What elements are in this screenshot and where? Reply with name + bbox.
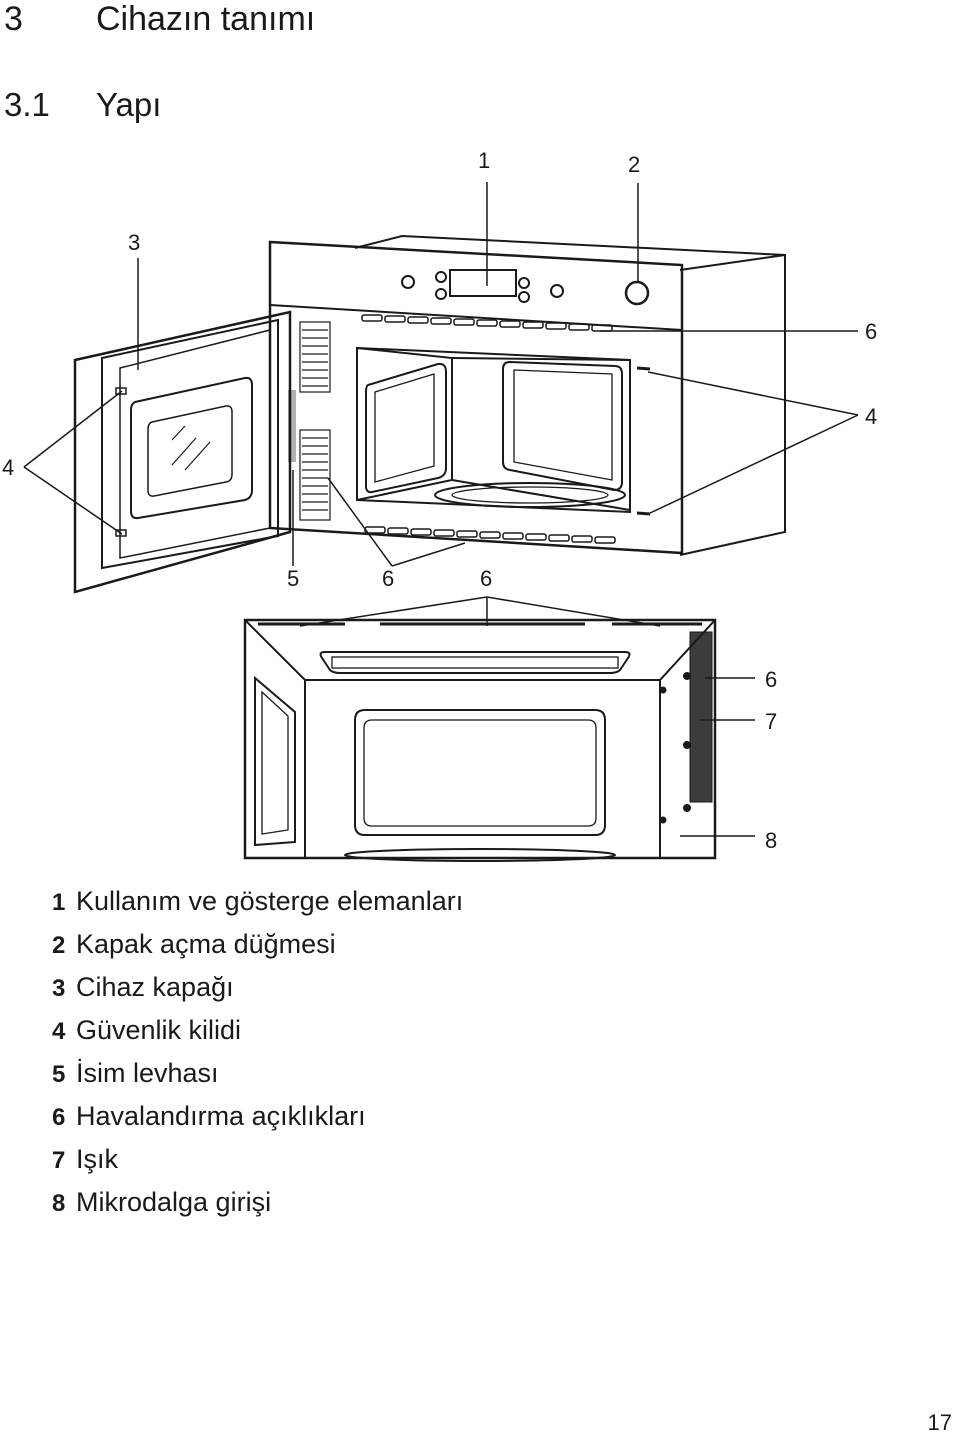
- legend-item: 6 Havalandırma açıklıkları: [52, 1101, 463, 1144]
- leader-lines-lower: [299, 596, 755, 837]
- legend-text: Havalandırma açıklıkları: [76, 1101, 366, 1131]
- section-number: 3.1: [4, 86, 50, 123]
- legend-text: İsim levhası: [76, 1058, 219, 1088]
- open-door: [73, 310, 292, 594]
- oven-front-illustration: [23, 182, 859, 594]
- legend-text: Kapak açma düğmesi: [76, 929, 336, 959]
- cavity: [356, 346, 651, 516]
- legend-text: Mikrodalga girişi: [76, 1187, 272, 1217]
- legend-text: Güvenlik kilidi: [76, 1015, 242, 1045]
- legend-number: 5: [52, 1061, 66, 1088]
- callout-3: 3: [128, 230, 140, 255]
- legend-number: 6: [52, 1104, 66, 1131]
- legend-item: 4 Güvenlik kilidi: [52, 1015, 463, 1058]
- legend-number: 7: [52, 1147, 66, 1174]
- callout-6-lower: 6: [765, 667, 777, 692]
- appliance-diagram: 1 2 3 6 4 4 5 6 6 6 7 8: [2, 148, 877, 862]
- callout-4-left: 4: [2, 455, 14, 480]
- callout-2: 2: [628, 152, 640, 177]
- legend-text: Cihaz kapağı: [76, 972, 234, 1002]
- callout-1: 1: [478, 148, 490, 173]
- top-vent-slots: [361, 314, 613, 332]
- rating-plate: [288, 390, 296, 462]
- legend-number: 1: [52, 889, 66, 916]
- legend-item: 8 Mikrodalga girişi: [52, 1187, 463, 1230]
- leader-lines: [23, 182, 859, 567]
- door-release-button: [624, 280, 650, 306]
- legend-number: 4: [52, 1018, 66, 1045]
- legend-number: 3: [52, 975, 66, 1002]
- callout-6-bottom-a: 6: [382, 566, 394, 591]
- chapter-number: 3: [4, 0, 23, 38]
- legend-number: 2: [52, 932, 66, 959]
- control-panel: [401, 269, 650, 306]
- callout-labels: 1 2 3 6 4 4 5 6 6 6 7 8: [2, 148, 877, 853]
- page-number: 17: [927, 1410, 952, 1435]
- callout-5: 5: [287, 566, 299, 591]
- cavity-interior-illustration: [243, 596, 755, 862]
- legend-item: 3 Cihaz kapağı: [52, 972, 463, 1015]
- legend-item: 1 Kullanım ve gösterge elemanları: [52, 886, 463, 929]
- legend-item: 5 İsim levhası: [52, 1058, 463, 1101]
- parts-legend: 1 Kullanım ve gösterge elemanları 2 Kapak …: [52, 886, 463, 1230]
- legend-item: 7 Işık: [52, 1144, 463, 1187]
- callout-8: 8: [765, 828, 777, 853]
- legend-text: Kullanım ve gösterge elemanları: [76, 886, 464, 916]
- legend-item: 2 Kapak açma düğmesi: [52, 929, 463, 972]
- callout-4-right: 4: [865, 404, 877, 429]
- callout-6-bottom-b: 6: [480, 566, 492, 591]
- section-title: Yapı: [96, 86, 162, 123]
- legend-number: 8: [52, 1190, 66, 1217]
- side-vent-grille: [299, 321, 331, 521]
- chapter-title: Cihazın tanımı: [96, 0, 316, 38]
- callout-7: 7: [765, 709, 777, 734]
- legend-text: Işık: [76, 1144, 119, 1174]
- callout-6-top: 6: [865, 319, 877, 344]
